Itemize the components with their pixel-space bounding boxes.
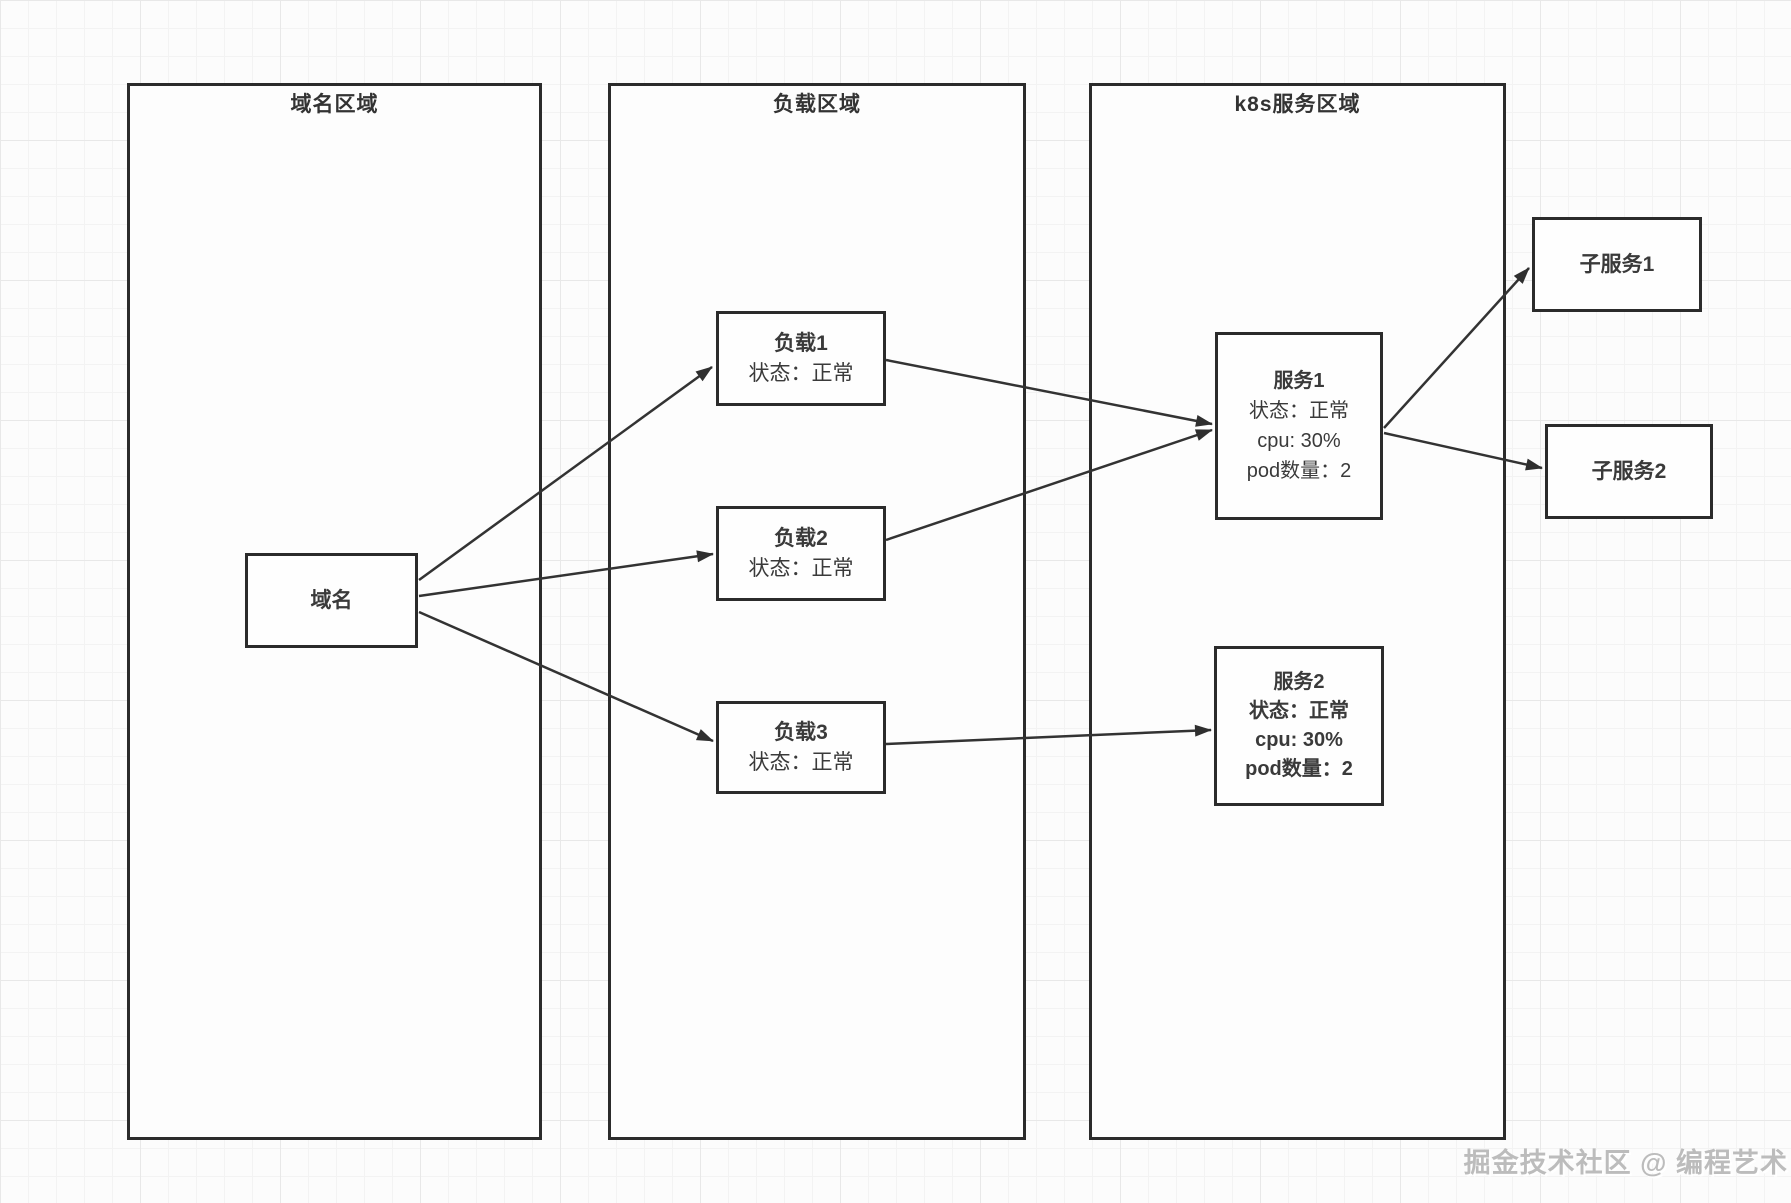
node-subservice2: 子服务2 — [1545, 424, 1713, 519]
node-load1-status: 状态：正常 — [748, 361, 854, 385]
node-service1-status: 状态：正常 — [1249, 400, 1349, 422]
node-load3-title: 负载3 — [774, 720, 828, 744]
node-load2: 负载2 状态：正常 — [716, 506, 886, 601]
region-k8s-title: k8s服务区域 — [1234, 93, 1361, 116]
node-load2-status: 状态：正常 — [748, 556, 854, 580]
node-service1: 服务1 状态：正常 cpu: 30% pod数量：2 — [1215, 332, 1383, 520]
node-service2-title: 服务2 — [1273, 671, 1325, 693]
node-service1-cpu: cpu: 30% — [1257, 430, 1341, 452]
node-service1-title: 服务1 — [1273, 370, 1325, 392]
region-domain-title: 域名区域 — [290, 93, 379, 116]
node-service2: 服务2 状态：正常 cpu: 30% pod数量：2 — [1214, 646, 1384, 806]
edge-load2-to-service1 — [885, 428, 1213, 542]
node-subservice1: 子服务1 — [1532, 217, 1702, 312]
edge-domain-to-load2 — [418, 550, 714, 598]
edge-load1-to-service1 — [885, 358, 1213, 427]
node-load3-status: 状态：正常 — [748, 750, 854, 774]
node-load3: 负载3 状态：正常 — [716, 701, 886, 794]
node-service2-cpu: cpu: 30% — [1255, 729, 1343, 751]
region-load-title: 负载区域 — [773, 93, 861, 116]
node-service2-status: 状态：正常 — [1249, 700, 1349, 722]
edge-service1-to-sub1 — [1383, 267, 1530, 429]
node-subservice1-label: 子服务1 — [1579, 252, 1655, 276]
region-k8s-area: k8s服务区域 — [1089, 83, 1506, 1140]
node-service2-pods: pod数量：2 — [1245, 758, 1353, 780]
node-subservice2-label: 子服务2 — [1591, 459, 1667, 483]
watermark: 掘金技术社区 @ 编程艺术 — [1463, 1148, 1788, 1178]
edge-domain-to-load1 — [418, 365, 713, 582]
edge-load3-to-service2 — [885, 724, 1212, 746]
edge-domain-to-load3 — [418, 610, 714, 743]
node-service1-pods: pod数量：2 — [1246, 460, 1352, 482]
node-domain: 域名 — [245, 553, 418, 648]
node-load2-title: 负载2 — [774, 526, 828, 550]
region-load-area: 负载区域 — [608, 83, 1026, 1140]
node-load1-title: 负载1 — [774, 331, 828, 355]
edge-service1-to-sub2 — [1383, 431, 1543, 471]
node-load1: 负载1 状态：正常 — [716, 311, 886, 406]
node-domain-label: 域名 — [310, 588, 353, 612]
